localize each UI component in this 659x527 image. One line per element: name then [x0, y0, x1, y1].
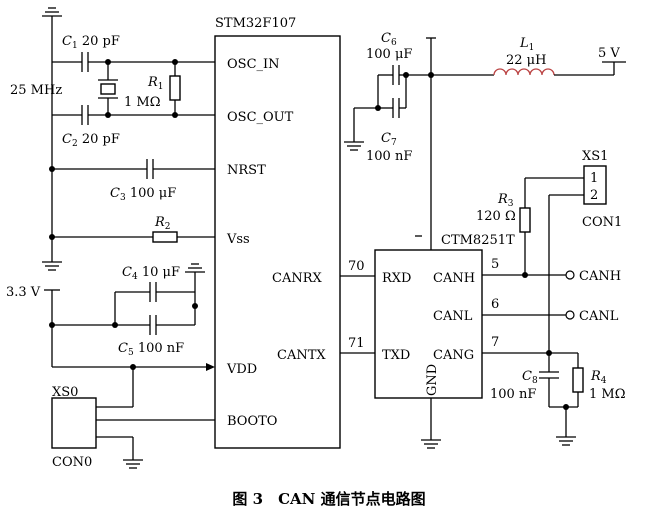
l1-value: 22 μH	[506, 53, 546, 68]
xs1-name: XS1	[582, 149, 608, 164]
r3-ref: R3	[497, 192, 514, 209]
xs0-connector	[51, 397, 97, 449]
mcu-body	[214, 35, 341, 449]
r1-resistor	[169, 75, 181, 101]
xs0-name: XS0	[52, 385, 78, 400]
pin-vss: Vss	[226, 232, 250, 247]
xs1-pin1: 1	[590, 171, 598, 186]
pin-boot0: BOOTO	[227, 414, 277, 429]
c1-label: C1 20 pF	[62, 34, 120, 51]
c5-label: C5 100 nF	[118, 341, 184, 358]
ground-symbol	[42, 261, 62, 271]
crystal-label: 25 MHz	[10, 83, 62, 98]
crystal-symbol	[100, 83, 116, 95]
net-canh: CANH	[579, 269, 621, 284]
c8-ref: C8	[522, 369, 538, 386]
c8-value: 100 nF	[490, 387, 536, 402]
pin-canh: CANH	[433, 271, 475, 286]
xs1-pin2: 2	[590, 188, 598, 203]
xs0-type: CON0	[52, 455, 92, 470]
pin-osc-in: OSC_IN	[227, 57, 280, 72]
net-3v3: 3.3 V	[6, 285, 41, 300]
pin-rxd: RXD	[382, 271, 411, 286]
r1-value: 1 MΩ	[124, 95, 161, 110]
r4-value: 1 MΩ	[589, 387, 626, 402]
ground-symbol	[42, 7, 62, 17]
r2-label: R2	[154, 215, 171, 232]
r3-value: 120 Ω	[476, 209, 516, 224]
xs1-type: CON1	[582, 215, 622, 230]
pin-nrst: NRST	[227, 163, 266, 178]
pin-txd: TXD	[382, 348, 410, 363]
pin-canrx: CANRX	[272, 271, 322, 286]
ground-symbol	[123, 459, 143, 469]
net-canl: CANL	[579, 309, 619, 324]
c3-label: C3 100 μF	[110, 186, 176, 203]
ground-symbol	[185, 263, 205, 273]
r1-ref: R1	[147, 75, 164, 92]
ground-symbol	[344, 141, 364, 151]
canh-terminal	[565, 270, 575, 280]
c4-label: C4 10 μF	[122, 265, 180, 282]
pin-number-canrx: 70	[348, 259, 365, 274]
l1-ref: L1	[519, 36, 534, 53]
r2-resistor	[152, 231, 178, 243]
c7-ref: C7	[381, 131, 397, 148]
pin-number-canl: 6	[491, 297, 499, 312]
r4-resistor	[572, 367, 584, 393]
pin-number-canh: 5	[491, 257, 499, 272]
r3-resistor	[519, 207, 531, 233]
c2-label: C2 20 pF	[62, 132, 120, 149]
pin-vdd: VDD	[226, 362, 257, 377]
net-5v: 5 V	[598, 46, 620, 61]
c6-value: 100 μF	[366, 47, 412, 62]
figure-caption: 图 3 CAN 通信节点电路图	[232, 490, 425, 508]
pin-cantx: CANTX	[277, 348, 326, 363]
canl-terminal	[565, 310, 575, 320]
ground-symbol	[556, 436, 576, 446]
transceiver-body	[374, 249, 483, 399]
pin-osc-out: OSC_OUT	[227, 110, 294, 125]
pin-gnd: GND	[425, 364, 440, 396]
transceiver-name: CTM8251T	[441, 233, 515, 248]
pin-number-cang: 7	[491, 335, 499, 350]
pin-canl: CANL	[433, 309, 473, 324]
mcu-name: STM32F107	[215, 16, 296, 31]
ground-symbol	[421, 439, 441, 449]
pin-number-cantx: 71	[348, 336, 365, 351]
l1-inductor	[493, 68, 555, 76]
r4-ref: R4	[590, 369, 607, 386]
pin-cang: CANG	[433, 348, 474, 363]
c6-ref: C6	[381, 31, 397, 48]
c7-value: 100 nF	[366, 149, 412, 164]
xs1-connector	[583, 165, 607, 205]
